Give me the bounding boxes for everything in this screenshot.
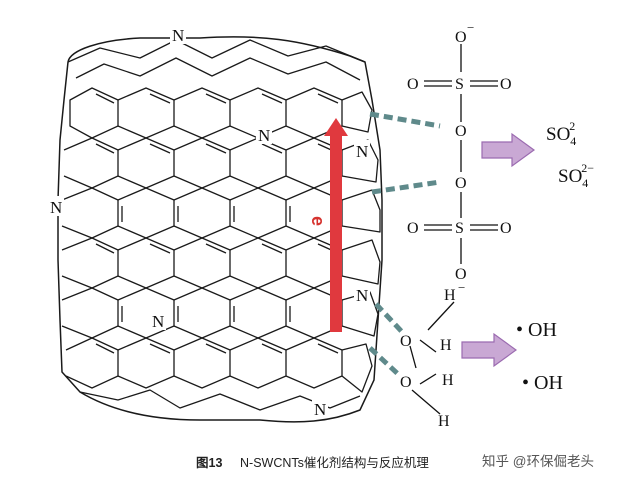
- products: SO42 SO42− • OH • OH: [516, 119, 594, 394]
- atom-o-peroxy-1: O: [455, 123, 467, 140]
- charge-h-minus: −: [458, 280, 465, 295]
- figure-caption: 图13 N-SWCNTs催化剂结构与反应机理 知乎 @环保倔老头: [0, 448, 644, 472]
- nitrogen-label-lower-left: N: [152, 312, 164, 331]
- product-sulfate-ion: SO42−: [558, 161, 594, 190]
- product-sulfate-radical: SO42: [546, 119, 576, 148]
- atom-h-water-1: H: [440, 337, 452, 354]
- nitrogen-label-bottom: N: [314, 400, 326, 419]
- atom-h-minus: H: [444, 287, 456, 304]
- atom-s-lower: S: [455, 220, 464, 237]
- nitrogen-label-top: N: [172, 26, 184, 45]
- watermark: 知乎 @环保倔老头: [482, 450, 594, 470]
- nitrogen-label-right-lower: N: [356, 286, 368, 305]
- atom-o-top: O: [455, 29, 467, 46]
- atom-s-upper: S: [455, 76, 464, 93]
- atom-o-water-1: O: [400, 333, 412, 350]
- atom-o-right-upper: O: [500, 76, 512, 93]
- product-hydroxyl-radical-2: • OH: [522, 372, 563, 394]
- product-arrow-hydroxyl: [462, 334, 516, 366]
- bond-to-water-o1: [376, 304, 404, 334]
- electron-label: e: [308, 216, 328, 226]
- electron-transfer-arrow: e: [308, 118, 348, 332]
- nitrogen-label-left: N: [50, 198, 62, 217]
- figure-caption-text: N-SWCNTs催化剂结构与反应机理: [240, 452, 429, 471]
- product-hydroxyl-radical-1: • OH: [516, 319, 557, 341]
- atom-o-peroxy-2: O: [455, 175, 467, 192]
- atom-o-right-lower: O: [500, 220, 512, 237]
- atom-o-water-2: O: [400, 374, 412, 391]
- charge-o-top: −: [467, 20, 474, 35]
- atom-h-water-3: H: [438, 413, 450, 430]
- bond-to-peroxy-o1: [370, 114, 440, 126]
- electron-arrow-shaft: [330, 134, 342, 332]
- nitrogen-label-inner: N: [258, 126, 270, 145]
- figure-number: 图13: [196, 452, 222, 471]
- atom-o-left-upper: O: [407, 76, 419, 93]
- product-arrow-sulfate: [482, 134, 534, 166]
- nitrogen-label-right-upper: N: [356, 142, 368, 161]
- water-molecules: [410, 302, 454, 414]
- atom-o-left-lower: O: [407, 220, 419, 237]
- atom-h-water-2: H: [442, 372, 454, 389]
